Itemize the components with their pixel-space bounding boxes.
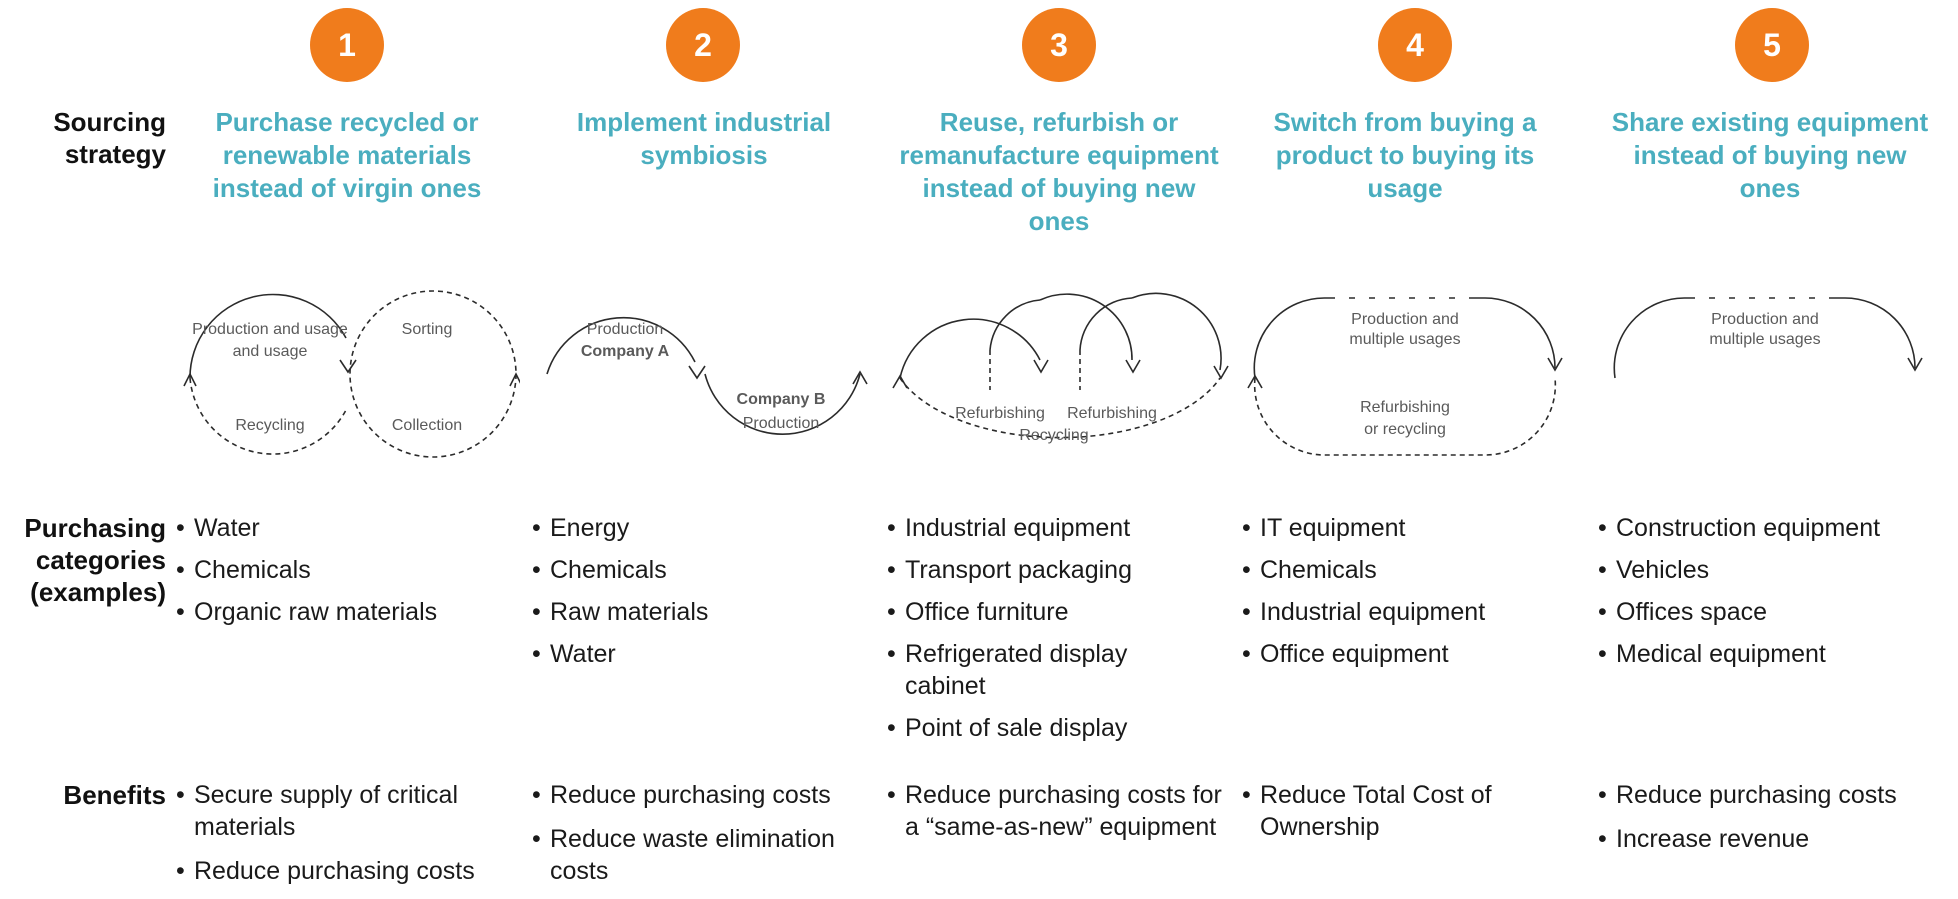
category-list: Industrial equipment Transport packaging… — [885, 512, 1225, 754]
benefit-list: Reduce purchasing costs for a “same-as-n… — [885, 779, 1225, 855]
category-item: Point of sale display — [885, 712, 1225, 744]
diagram-label: Production — [743, 415, 820, 432]
step-number-badge: 1 — [310, 8, 384, 82]
category-item: IT equipment — [1240, 512, 1580, 544]
category-item: Organic raw materials — [174, 596, 514, 628]
category-item: Refrigerated display cabinet — [885, 638, 1165, 702]
strategy-title: Purchase recycled or renewable materials… — [212, 107, 482, 203]
strategy-title: Share existing equipment instead of buyi… — [1611, 107, 1929, 203]
benefit-item: Reduce purchasing costs for a “same-as-n… — [885, 779, 1235, 843]
diagram-label: Refurbishing — [955, 405, 1045, 422]
category-item: Chemicals — [1240, 554, 1580, 586]
strategy-title: Implement industrial symbiosis — [576, 107, 832, 170]
benefit-item: Reduce purchasing costs — [530, 779, 870, 811]
diagram-label: Company A — [581, 343, 670, 360]
category-item: Water — [174, 512, 514, 544]
category-list: IT equipment Chemicals Industrial equipm… — [1240, 512, 1580, 680]
diagram-label: Sorting — [402, 321, 453, 338]
category-item: Office equipment — [1240, 638, 1580, 670]
row-label-benefits: Benefits — [63, 780, 166, 810]
diagram-label: multiple usages — [1349, 331, 1460, 348]
category-item: Water — [530, 638, 870, 670]
diagram-label: and usage — [233, 343, 308, 360]
category-list: Construction equipment Vehicles Offices … — [1596, 512, 1936, 680]
step-number-badge: 5 — [1735, 8, 1809, 82]
category-item: Chemicals — [530, 554, 870, 586]
category-item: Medical equipment — [1596, 638, 1936, 670]
category-item: Construction equipment — [1596, 512, 1936, 544]
category-list: Water Chemicals Organic raw materials — [174, 512, 514, 638]
benefit-item: Reduce Total Cost of Ownership — [1240, 779, 1550, 843]
benefit-item: Reduce purchasing costs — [1596, 779, 1936, 811]
benefit-list: Secure supply of critical materials Redu… — [174, 779, 514, 899]
benefit-list: Reduce purchasing costs Increase revenue — [1596, 779, 1936, 867]
sharing-diagram: Production and multiple usages — [1613, 297, 1923, 379]
category-item: Energy — [530, 512, 870, 544]
benefit-list: Reduce purchasing costs Reduce waste eli… — [530, 779, 870, 899]
diagram-label: Recycling — [235, 417, 304, 434]
step-number-badge: 4 — [1378, 8, 1452, 82]
row-label-sourcing-strategy: Sourcing strategy — [53, 107, 166, 169]
circular-loop-diagram: Production and usage and usage Sorting R… — [183, 290, 520, 458]
category-item: Offices space — [1596, 596, 1936, 628]
category-item: Transport packaging — [885, 554, 1225, 586]
category-item: Industrial equipment — [1240, 596, 1580, 628]
benefit-item: Increase revenue — [1596, 823, 1936, 855]
diagram-label: Company B — [737, 391, 826, 408]
diagram-label: Production and usage — [192, 321, 348, 338]
category-item: Vehicles — [1596, 554, 1936, 586]
category-list: Energy Chemicals Raw materials Water — [530, 512, 870, 680]
strategy-title: Switch from buying a product to buying i… — [1273, 107, 1537, 203]
category-item: Office furniture — [885, 596, 1225, 628]
diagram-label: Refurbishing — [1360, 399, 1450, 416]
refurbishing-loops-diagram: Refurbishing Refurbishing Recycling — [892, 292, 1229, 444]
industrial-symbiosis-diagram: Production Company A Company B Productio… — [546, 316, 868, 435]
benefit-list: Reduce Total Cost of Ownership — [1240, 779, 1580, 855]
row-label-purchasing-categories: Purchasing categories (examples) — [24, 513, 166, 607]
step-number-badge: 2 — [666, 8, 740, 82]
diagram-label: Production and — [1711, 311, 1819, 328]
diagram-label: Production — [587, 321, 664, 338]
diagram-label: or recycling — [1364, 421, 1446, 438]
category-item: Raw materials — [530, 596, 870, 628]
diagram-label: Production and — [1351, 311, 1459, 328]
benefit-item: Reduce purchasing costs — [174, 855, 514, 887]
diagram-label: Refurbishing — [1067, 405, 1157, 422]
benefit-item: Reduce waste elimination costs — [530, 823, 870, 887]
strategy-title: Reuse, refurbish or remanufacture equipm… — [899, 107, 1219, 236]
benefit-item: Secure supply of critical materials — [174, 779, 514, 843]
category-item: Chemicals — [174, 554, 514, 586]
diagram-label: multiple usages — [1709, 331, 1820, 348]
diagram-label: Collection — [392, 417, 462, 434]
diagram-label: Recycling — [1019, 427, 1088, 444]
product-as-service-diagram: Production and multiple usages Refurbish… — [1247, 297, 1563, 456]
step-number-badge: 3 — [1022, 8, 1096, 82]
category-item: Industrial equipment — [885, 512, 1225, 544]
